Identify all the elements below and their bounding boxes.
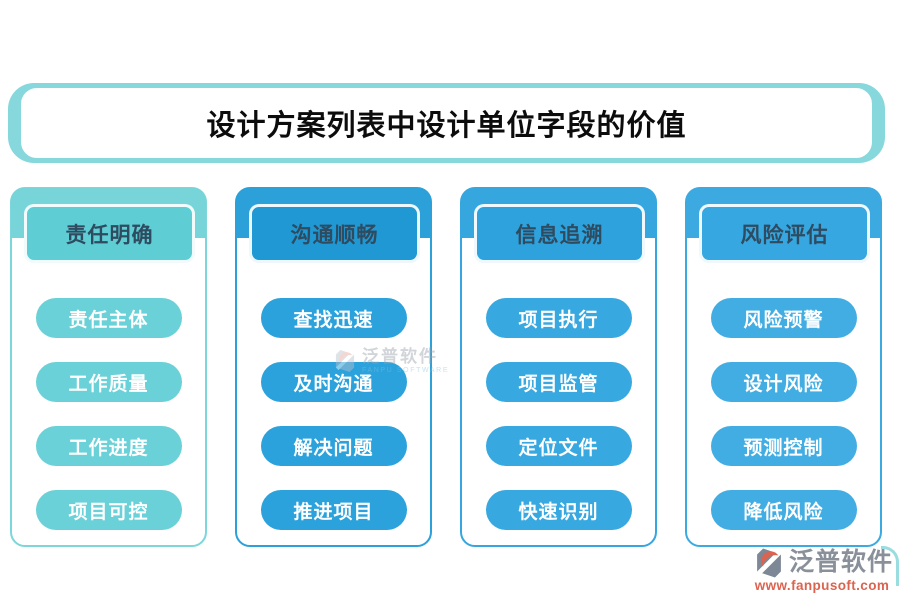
card-header-label: 信息追溯	[515, 223, 604, 247]
item-pill: 推进项目	[260, 490, 407, 530]
item-pill: 风险预警	[710, 298, 857, 338]
title-banner-frame: 设计方案列表中设计单位字段的价值	[8, 83, 885, 163]
card-header: 信息追溯	[474, 204, 645, 263]
item-pill: 设计风险	[710, 362, 857, 402]
item-pill: 预测控制	[710, 426, 857, 466]
footer-brand-logo: 泛普软件 www.fanpusoft.com	[751, 546, 893, 593]
decorative-corner-arc	[881, 546, 899, 586]
fanpu-logo-icon	[751, 546, 787, 580]
item-pill: 定位文件	[485, 426, 632, 466]
item-pill: 项目监管	[485, 362, 632, 402]
value-card-risk: 风险评估 风险预警 设计风险 预测控制 降低风险	[685, 187, 882, 547]
item-pill: 降低风险	[710, 490, 857, 530]
item-pill: 快速识别	[485, 490, 632, 530]
page-title: 设计方案列表中设计单位字段的价值	[206, 110, 687, 142]
item-pill: 解决问题	[260, 426, 407, 466]
title-banner: 设计方案列表中设计单位字段的价值	[19, 86, 874, 160]
value-card-traceability: 信息追溯 项目执行 项目监管 定位文件 快速识别	[460, 187, 657, 547]
card-header: 沟通顺畅	[249, 204, 420, 263]
item-pill: 项目可控	[35, 490, 182, 530]
value-card-communication: 沟通顺畅 查找迅速 及时沟通 解决问题 推进项目	[235, 187, 432, 547]
card-items: 责任主体 工作质量 工作进度 项目可控	[12, 298, 205, 554]
footer-brand-name: 泛普软件	[789, 548, 894, 577]
card-header-label: 风险评估	[740, 223, 829, 247]
card-header: 责任明确	[24, 204, 195, 263]
card-header-label: 沟通顺畅	[290, 223, 379, 247]
item-pill: 工作质量	[35, 362, 182, 402]
item-pill: 工作进度	[35, 426, 182, 466]
item-pill: 责任主体	[35, 298, 182, 338]
card-items: 风险预警 设计风险 预测控制 降低风险	[687, 298, 880, 554]
value-card-responsibility: 责任明确 责任主体 工作质量 工作进度 项目可控	[10, 187, 207, 547]
item-pill: 查找迅速	[260, 298, 407, 338]
card-header: 风险评估	[699, 204, 870, 263]
item-pill: 项目执行	[485, 298, 632, 338]
card-items: 项目执行 项目监管 定位文件 快速识别	[462, 298, 655, 554]
card-items: 查找迅速 及时沟通 解决问题 推进项目	[237, 298, 430, 554]
card-header-label: 责任明确	[65, 223, 154, 247]
footer-website: www.fanpusoft.com	[754, 578, 890, 593]
item-pill: 及时沟通	[260, 362, 407, 402]
